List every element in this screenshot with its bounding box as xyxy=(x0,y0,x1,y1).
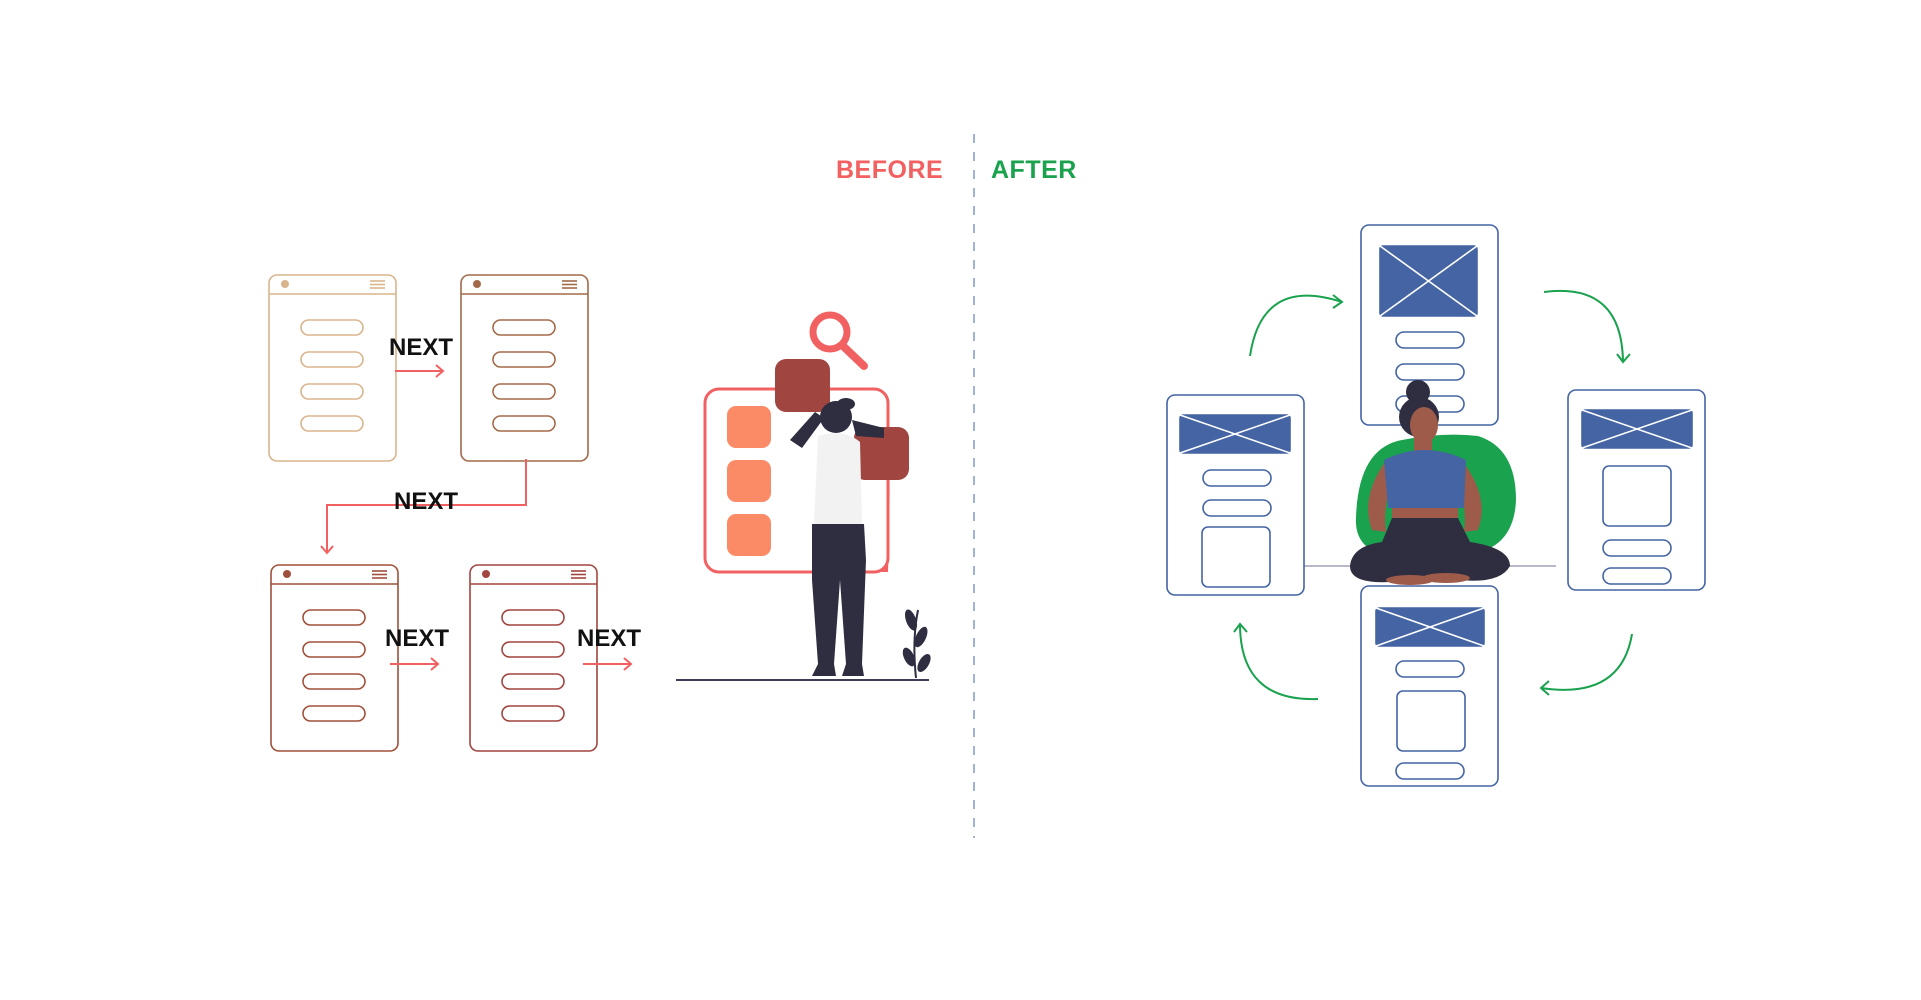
magnifier-icon xyxy=(809,311,868,370)
window-dot-icon xyxy=(473,280,481,288)
wireframe-screen-2 xyxy=(460,274,589,462)
window-dot-icon xyxy=(482,570,490,578)
arrow-icon xyxy=(1233,622,1319,701)
arrow-icon xyxy=(320,459,527,555)
arrow-icon xyxy=(1539,633,1633,696)
next-label-1: NEXT xyxy=(389,334,454,361)
arrow-icon xyxy=(390,657,440,671)
after-flow xyxy=(1166,224,1706,787)
window-dot-icon xyxy=(281,280,289,288)
hamburger-icon xyxy=(372,570,387,579)
before-flow xyxy=(268,274,931,752)
arrow-icon xyxy=(583,657,633,671)
arrow-icon xyxy=(1543,289,1631,364)
next-label-3: NEXT xyxy=(385,625,450,652)
next-arrows xyxy=(320,364,633,671)
hamburger-icon xyxy=(562,280,577,289)
wireframe-screen-4 xyxy=(469,564,598,752)
meditating-woman-illustration xyxy=(1350,380,1510,585)
arrow-icon xyxy=(1249,294,1344,357)
arrow-icon xyxy=(395,364,445,378)
next-label-2: NEXT xyxy=(394,488,459,515)
image-placeholder-icon xyxy=(1379,245,1478,317)
wireframe-screen-1 xyxy=(268,274,397,462)
window-dot-icon xyxy=(283,570,291,578)
wireframe-screen-right xyxy=(1567,389,1706,591)
image-placeholder-icon xyxy=(1581,409,1693,449)
plant-icon xyxy=(902,609,931,679)
cycle-arrows xyxy=(1233,289,1633,701)
wireframe-screen-top xyxy=(1360,224,1499,426)
woman-organizing-illustration xyxy=(676,311,931,681)
wireframe-screen-left xyxy=(1166,394,1305,596)
wireframe-screen-bottom xyxy=(1360,585,1499,787)
image-placeholder-icon xyxy=(1375,607,1485,647)
hamburger-icon xyxy=(571,570,586,579)
hamburger-icon xyxy=(370,280,385,289)
wireframe-screen-3 xyxy=(270,564,399,752)
next-label-4: NEXT xyxy=(577,625,642,652)
image-placeholder-icon xyxy=(1179,414,1291,454)
before-label: BEFORE xyxy=(836,156,944,184)
after-label: AFTER xyxy=(991,156,1077,184)
